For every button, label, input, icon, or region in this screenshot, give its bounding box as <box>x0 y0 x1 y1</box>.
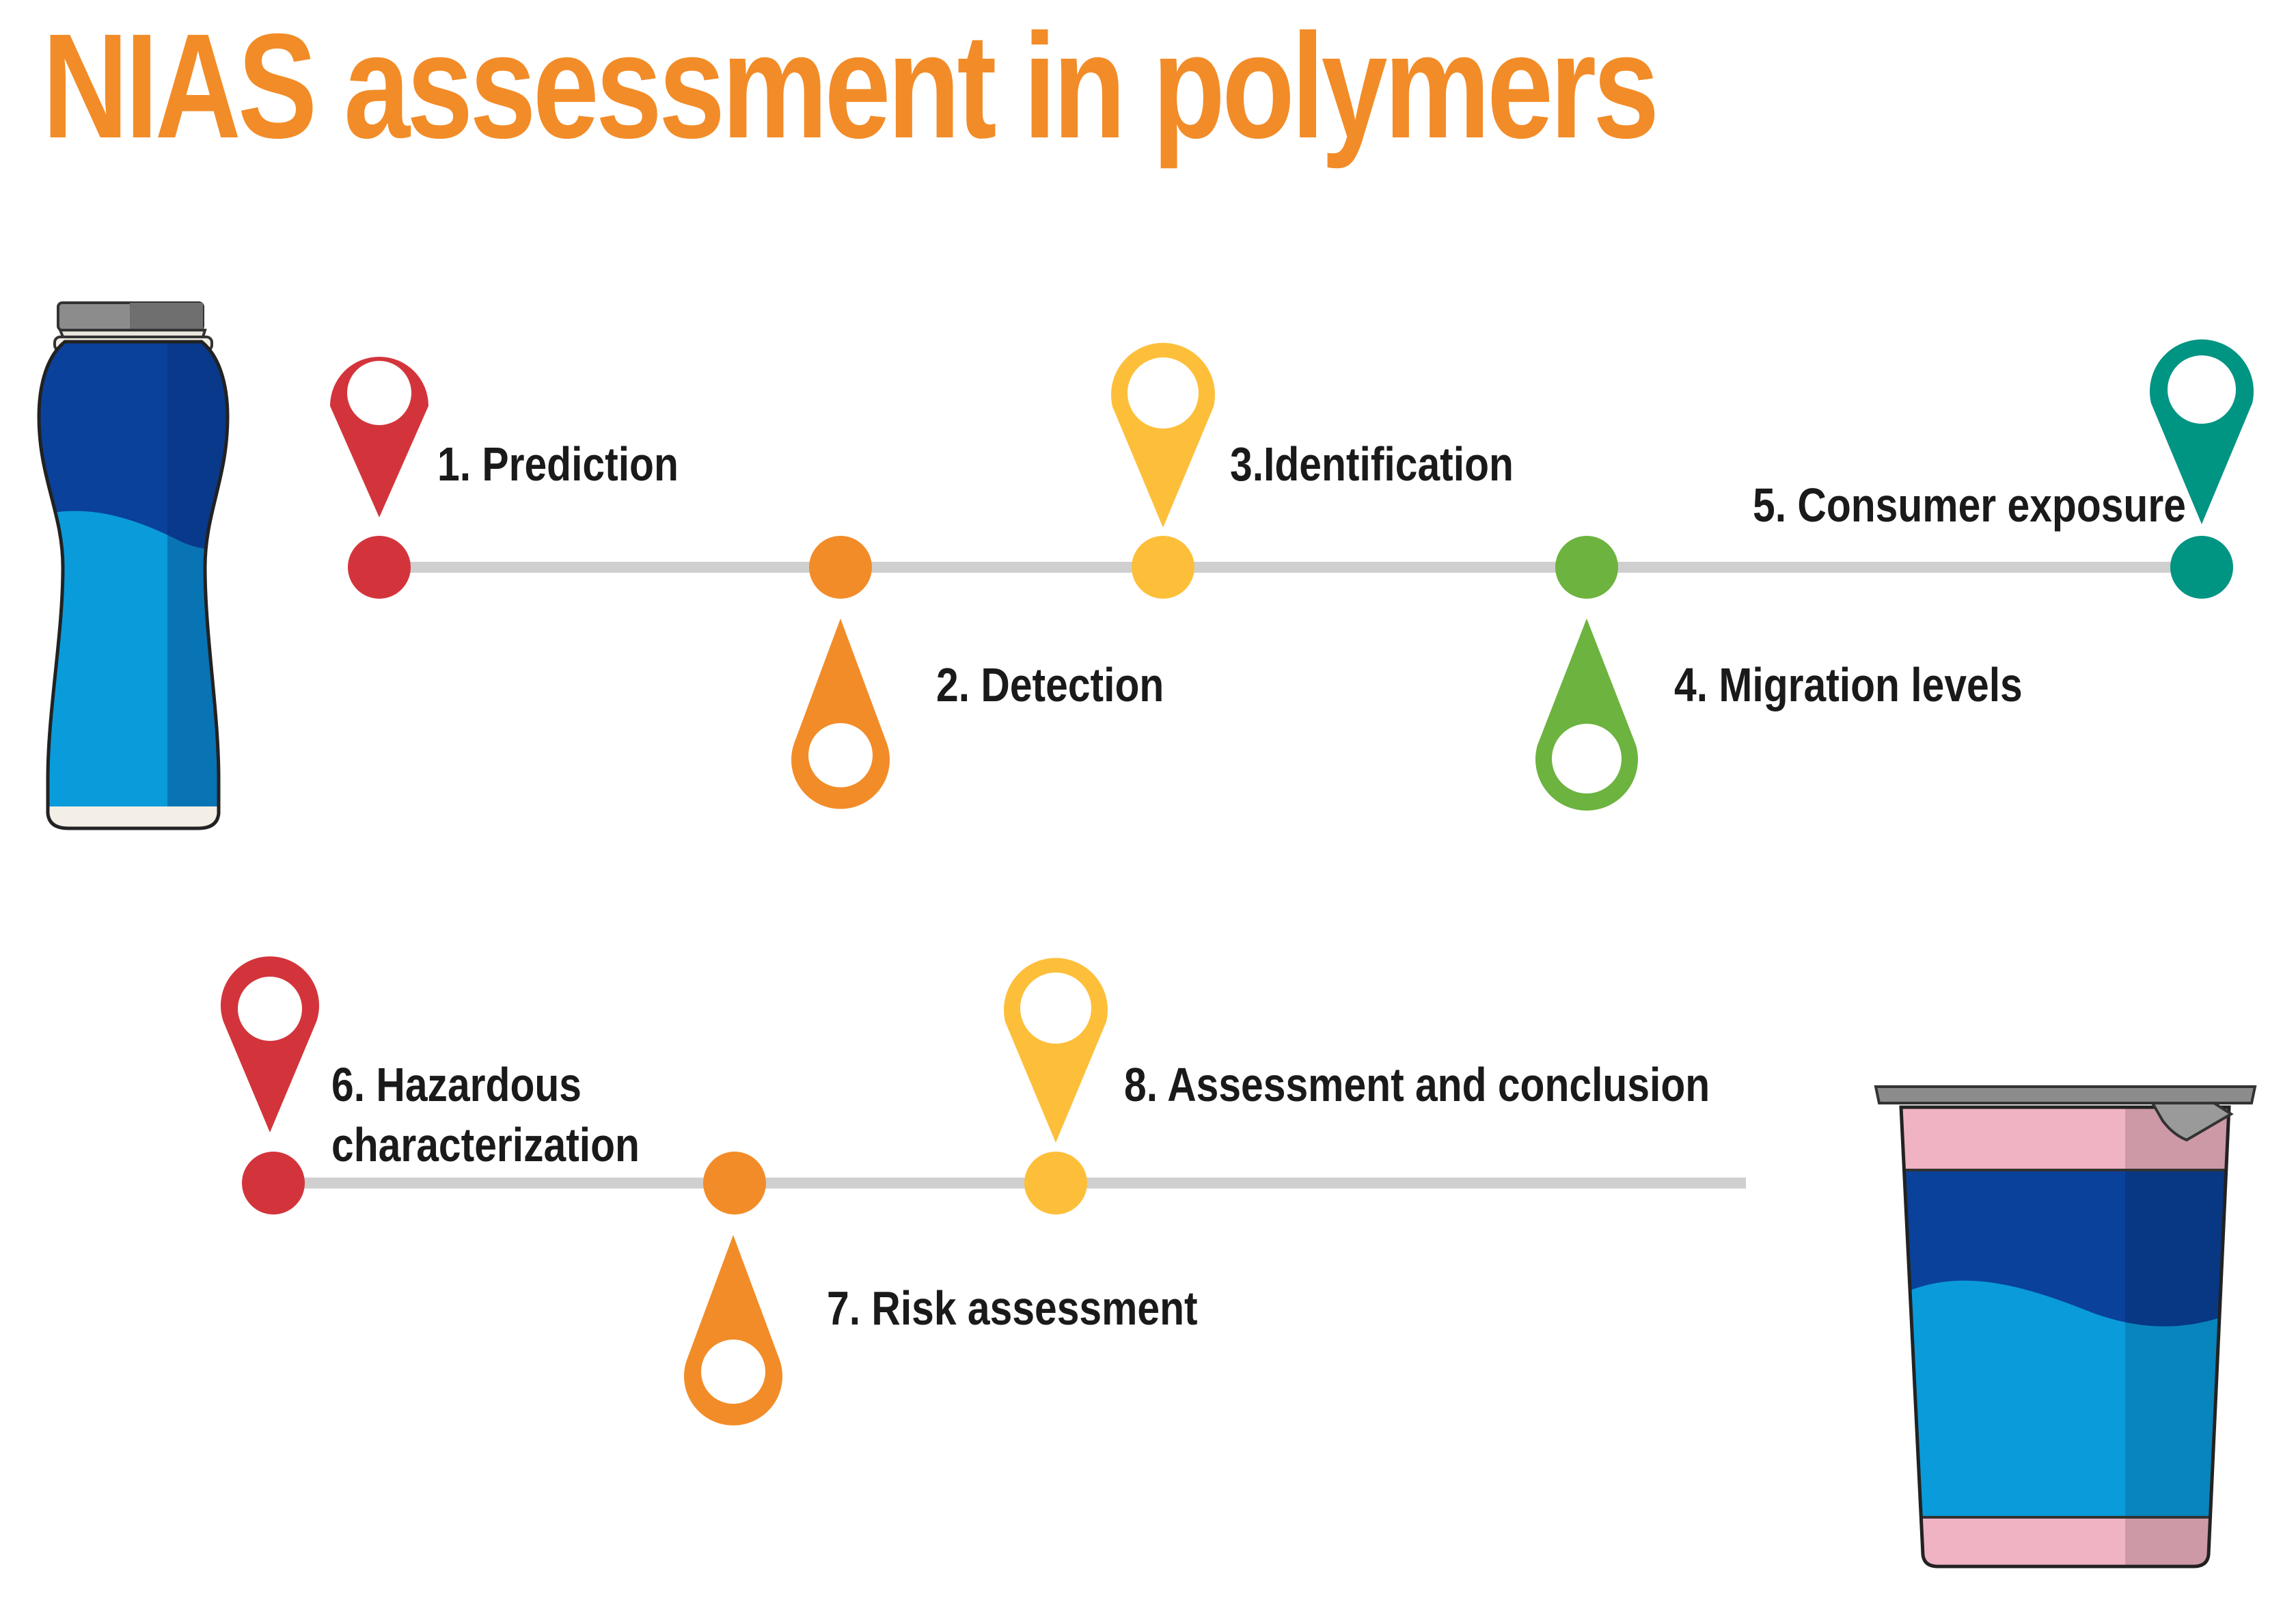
yogurt-cup-icon <box>1874 1085 2257 1569</box>
step-2-map-pin-icon <box>791 619 890 809</box>
step-4-dot <box>1555 536 1618 599</box>
step-4-map-pin-icon <box>1535 619 1638 811</box>
step-1-map-pin-icon <box>329 356 429 517</box>
step-8-map-pin-icon <box>1004 958 1108 1143</box>
step-6-label-line-1: 6. Hazardous <box>331 1058 582 1111</box>
step-3-label: 3.Identification <box>1230 437 1514 491</box>
step-5-label: 5. Consumer exposure <box>1753 478 2186 532</box>
step-5-map-pin-icon <box>2149 339 2254 524</box>
step-6-dot <box>242 1152 305 1214</box>
step-7-map-pin-icon <box>684 1235 782 1426</box>
page-title: NIAS assessment in polymers <box>42 3 1659 169</box>
step-2-dot <box>809 536 872 599</box>
step-6-map-pin-icon <box>221 956 319 1132</box>
step-6-label-line-2: characterization <box>331 1118 640 1171</box>
step-7-dot <box>703 1152 766 1214</box>
step-3-map-pin-icon <box>1111 342 1215 528</box>
step-8-dot <box>1024 1152 1087 1214</box>
step-7-label: 7. Risk assessment <box>827 1281 1198 1335</box>
drink-bottle-icon <box>37 301 230 830</box>
step-1-label: 1. Prediction <box>437 437 679 491</box>
step-4-label: 4. Migration levels <box>1674 658 2023 711</box>
step-1-dot <box>348 536 411 599</box>
step-5-dot <box>2170 536 2233 599</box>
step-6-label: 6. Hazardous characterization <box>331 1055 640 1175</box>
step-3-dot <box>1132 536 1194 599</box>
step-8-label: 8. Assessment and conclusion <box>1124 1058 1710 1111</box>
step-2-label: 2. Detection <box>936 658 1164 711</box>
